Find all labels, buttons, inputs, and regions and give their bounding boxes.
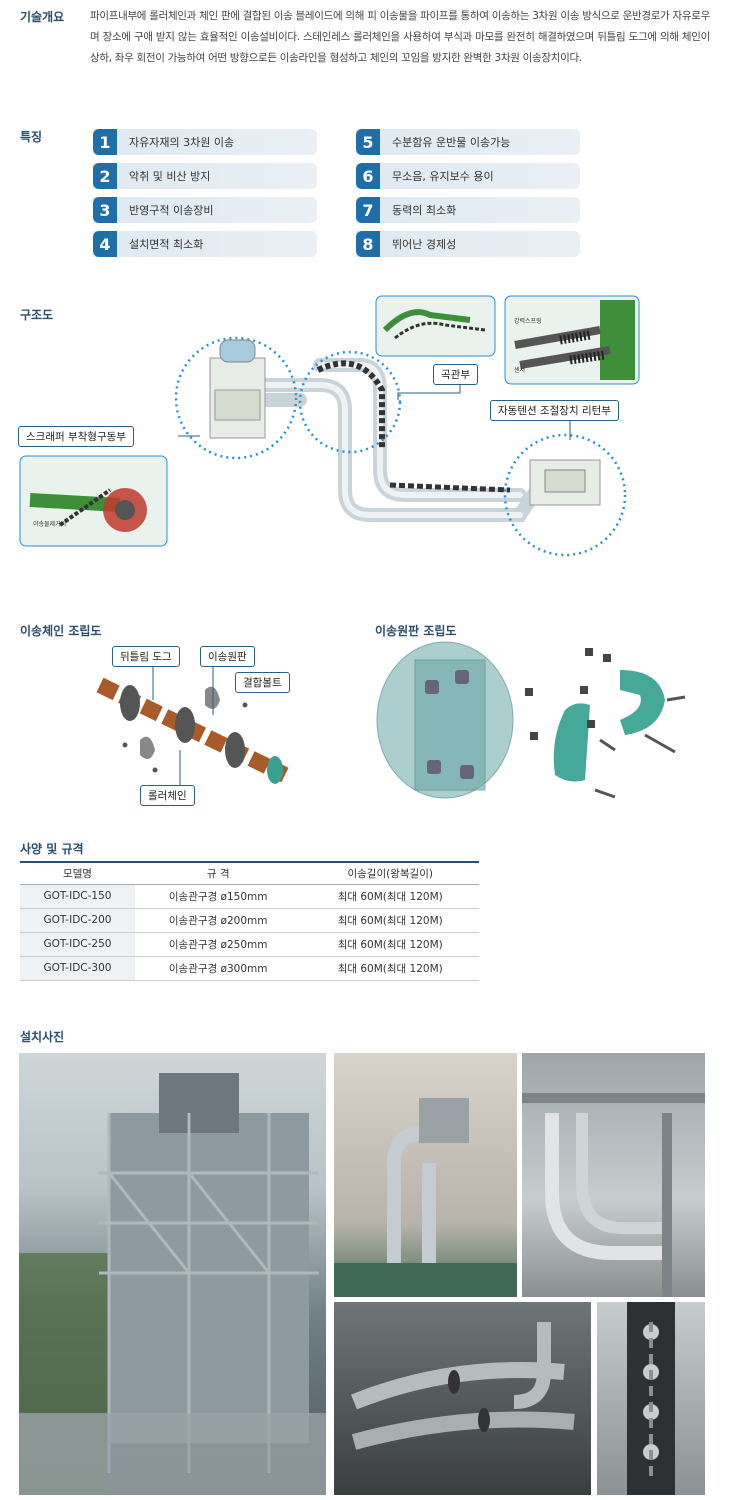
chain-label: 롤러체인 (140, 785, 195, 806)
elbow-highlight (298, 350, 402, 454)
install-title: 설치사진 (20, 1030, 65, 1044)
spec-title: 사양 및 규격 (20, 842, 84, 856)
feature-item: 2 악취 및 비산 방지 (93, 163, 317, 189)
size-cell: 이송관구경 ø250mm (134, 932, 302, 957)
feature-number: 6 (356, 163, 380, 189)
size-cell: 이송관구경 ø150mm (134, 884, 302, 909)
feature-number: 4 (93, 231, 117, 257)
tension-detail-inset (504, 295, 640, 385)
install-photo-elbows (334, 1302, 591, 1495)
table-row: GOT-IDC-300 이송관구경 ø300mm 최대 60M(최대 120M) (20, 956, 479, 981)
drive-highlight (174, 336, 298, 460)
tension-return-label: 자동텐션 조절장치 리턴부 (490, 400, 619, 421)
spring-label: 강력스프링 (514, 318, 542, 325)
feature-item: 4 설치면적 최소화 (93, 231, 317, 257)
structure-title: 구조도 (20, 308, 54, 322)
chain-elbow (316, 360, 385, 450)
model-cell: GOT-IDC-300 (20, 956, 135, 981)
return-unit (529, 459, 601, 506)
scraper-detail-inset (19, 455, 168, 547)
chain-assembly-title: 이송체인 조립도 (20, 624, 102, 638)
column-header: 규 격 (134, 861, 302, 885)
feature-label: 반영구적 이송장비 (129, 204, 214, 217)
feature-number: 8 (356, 231, 380, 257)
overview-text: 파이프내부에 롤러체인과 체인 판에 결합된 이송 블레이드에 의해 피 이송물… (90, 10, 710, 64)
drive-unit (209, 339, 266, 439)
elbow-label: 곡관부 (433, 364, 478, 385)
install-photo-indoor-1 (334, 1053, 517, 1297)
feature-item: 8 뛰어난 경제성 (356, 231, 580, 257)
feature-item: 3 반영구적 이송장비 (93, 197, 317, 223)
model-cell: GOT-IDC-200 (20, 908, 135, 933)
length-cell: 최대 60M(최대 120M) (301, 956, 479, 981)
remover-label: 이송물제거비 (33, 521, 67, 528)
length-cell: 최대 60M(최대 120M) (301, 908, 479, 933)
feature-label: 설치면적 최소화 (129, 238, 204, 251)
table-row: GOT-IDC-250 이송관구경 ø250mm 최대 60M(최대 120M) (20, 932, 479, 957)
feature-number: 2 (93, 163, 117, 189)
feature-item: 6 무소음, 유지보수 용이 (356, 163, 580, 189)
return-highlight (503, 433, 627, 557)
feature-number: 7 (356, 197, 380, 223)
length-cell: 최대 60M(최대 120M) (301, 932, 479, 957)
model-cell: GOT-IDC-150 (20, 884, 135, 909)
disc-assembly-title: 이송원판 조립도 (375, 624, 457, 638)
feature-item: 7 동력의 최소화 (356, 197, 580, 223)
feature-number: 1 (93, 129, 117, 155)
model-cell: GOT-IDC-250 (20, 932, 135, 957)
column-header: 이송길이(왕복길이) (301, 861, 479, 885)
elbow-detail-inset (375, 295, 496, 357)
size-cell: 이송관구경 ø300mm (134, 956, 302, 981)
feature-label: 수분함유 운반물 이송가능 (392, 136, 511, 149)
structure-diagram (19, 295, 640, 557)
sensor-label: 센서 (514, 367, 526, 374)
feature-label: 무소음, 유지보수 용이 (392, 170, 494, 183)
size-cell: 이송관구경 ø200mm (134, 908, 302, 933)
bolt-label: 결합볼트 (235, 672, 290, 693)
disc-assembly-drawing (376, 641, 686, 799)
feature-number: 3 (93, 197, 117, 223)
feature-item: 5 수분함유 운반물 이송가능 (356, 129, 580, 155)
table-row: GOT-IDC-150 이송관구경 ø150mm 최대 60M(최대 120M) (20, 884, 479, 909)
spec-table: 모델명 규 격 이송길이(왕복길이) GOT-IDC-150 이송관구경 ø15… (20, 861, 479, 981)
length-cell: 최대 60M(최대 120M) (301, 884, 479, 909)
feature-label: 악취 및 비산 방지 (129, 170, 211, 183)
feature-label: 뛰어난 경제성 (392, 238, 457, 251)
overview-title: 기술개요 (20, 10, 65, 24)
scraper-drive-label: 스크래퍼 부착형구동부 (18, 426, 134, 447)
feature-item: 1 자유자재의 3차원 이송 (93, 129, 317, 155)
install-photo-indoor-2 (522, 1053, 705, 1297)
features-title: 특징 (20, 130, 43, 144)
disc-label: 이송원판 (200, 646, 255, 667)
install-photo-plant (19, 1053, 326, 1495)
install-photo-chain (597, 1302, 705, 1495)
feature-label: 자유자재의 3차원 이송 (129, 136, 235, 149)
table-row: GOT-IDC-200 이송관구경 ø200mm 최대 60M(최대 120M) (20, 908, 479, 933)
feature-label: 동력의 최소화 (392, 204, 457, 217)
table-header-row: 모델명 규 격 이송길이(왕복길이) (20, 861, 479, 885)
chain-bottom (389, 482, 511, 493)
feature-number: 5 (356, 129, 380, 155)
chain-assembly-drawing (96, 660, 289, 787)
dog-label: 뒤틀림 도그 (112, 646, 180, 667)
column-header: 모델명 (20, 861, 135, 885)
